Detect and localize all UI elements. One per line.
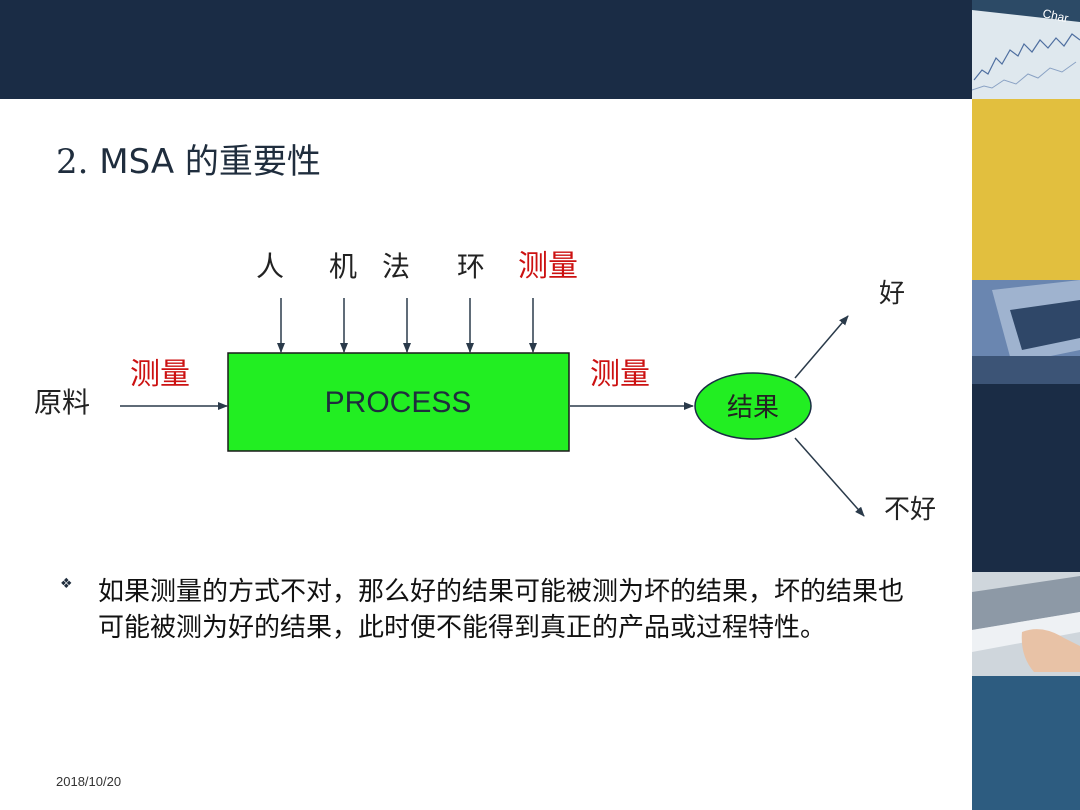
process-diagram: 人 机 法 环 测量 原料 测量 PROCESS 测量 结果 好 不好	[34, 249, 936, 525]
process-label: PROCESS	[325, 386, 472, 419]
sidebar-device-photo	[972, 280, 1080, 384]
input-label-person: 人	[256, 250, 284, 283]
decorative-sidebar: Char	[972, 0, 1080, 810]
svg-text:Char: Char	[1041, 6, 1069, 25]
bad-label: 不好	[884, 495, 936, 525]
sidebar-navy-block	[972, 384, 1080, 572]
title-text: MSA 的重要性	[99, 142, 321, 182]
raw-material-label: 原料	[34, 386, 90, 419]
slide-title: 2. MSA 的重要性	[56, 134, 321, 183]
measure-out-label: 测量	[590, 357, 650, 392]
input-label-measurement: 测量	[518, 249, 578, 284]
bullet-text: 如果测量的方式不对，那么好的结果可能被测为坏的结果，坏的结果也可能被测为好的结果…	[98, 577, 905, 643]
result-label: 结果	[727, 393, 779, 423]
result-ellipse	[694, 372, 812, 440]
sidebar-hand-photo	[972, 572, 1080, 676]
input-label-environment: 环	[457, 250, 485, 283]
footer-date: 2018/10/20	[56, 774, 122, 789]
process-box	[227, 352, 570, 452]
title-number: 2.	[56, 142, 89, 182]
input-label-method: 法	[382, 250, 410, 283]
measure-in-label: 测量	[130, 357, 190, 392]
input-label-machine: 机	[329, 250, 357, 283]
bullet-symbol: ❖	[60, 576, 73, 592]
good-arrow	[794, 315, 849, 379]
sidebar-chart-photo: Char	[972, 0, 1080, 99]
sidebar-blue-block	[972, 676, 1080, 810]
sidebar-yellow-block	[972, 99, 1080, 280]
good-label: 好	[879, 279, 905, 309]
bad-arrow	[794, 437, 865, 517]
header-bar	[0, 0, 972, 99]
